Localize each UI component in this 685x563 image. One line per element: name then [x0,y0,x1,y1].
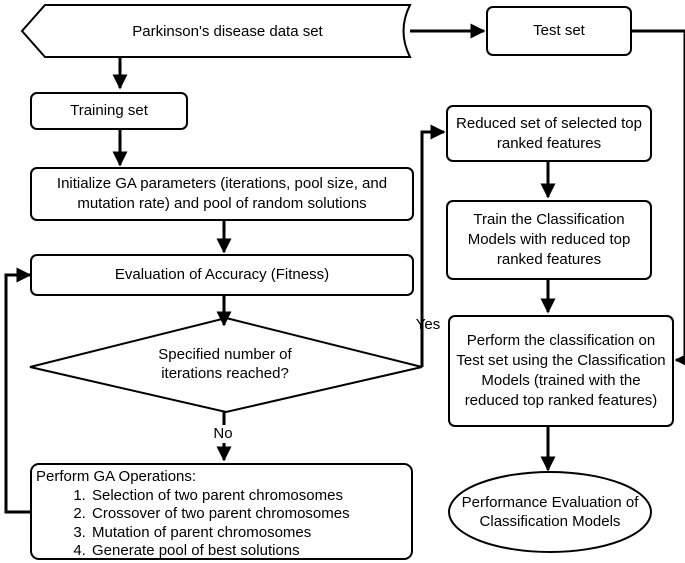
perform-classification-box: Perform the classification on Test set u… [448,315,674,427]
decision-diamond [29,316,423,414]
ga-step: Generate pool of best solutions [90,542,411,561]
performance-evaluation-label: Performance Evaluation of Classification… [461,494,639,530]
training-set-box: Training set [30,92,188,130]
reduced-set-box: Reduced set of selected top ranked featu… [446,105,652,162]
train-models-box: Train the Classification Models with red… [446,200,652,280]
test-set-box: Test set [486,6,632,56]
data-source-label: Parkinson's disease data set [132,22,323,40]
evaluation-label: Evaluation of Accuracy (Fitness) [114,266,330,283]
ga-operations-title: Perform GA Operations: [36,468,197,485]
performance-ellipse [448,471,652,553]
evaluation-box: Evaluation of Accuracy (Fitness) [30,254,414,296]
init-params-box: Initialize GA parameters (iterations, po… [30,167,414,221]
test-set-label: Test set [533,22,585,39]
ga-operations-list: Selection of two parent chromosomes Cros… [36,487,411,561]
ga-step: Selection of two parent chromosomes [90,487,411,506]
decision-label: Specified number of iterations reached? [158,346,292,382]
training-set-label: Training set [70,102,148,119]
train-models-label: Train the Classification Models with red… [467,211,631,268]
ga-operations-box: Perform GA Operations: Selection of two … [30,463,413,560]
data-source-shape [20,4,412,58]
reduced-set-label: Reduced set of selected top ranked featu… [456,114,642,152]
yes-label: Yes [415,316,441,333]
ga-step: Mutation of parent chromosomes [90,524,411,543]
ga-step: Crossover of two parent chromosomes [90,505,411,524]
no-label: No [202,425,244,443]
perform-classification-label: Perform the classification on Test set u… [456,332,666,409]
init-params-label: Initialize GA parameters (iterations, po… [56,175,388,212]
